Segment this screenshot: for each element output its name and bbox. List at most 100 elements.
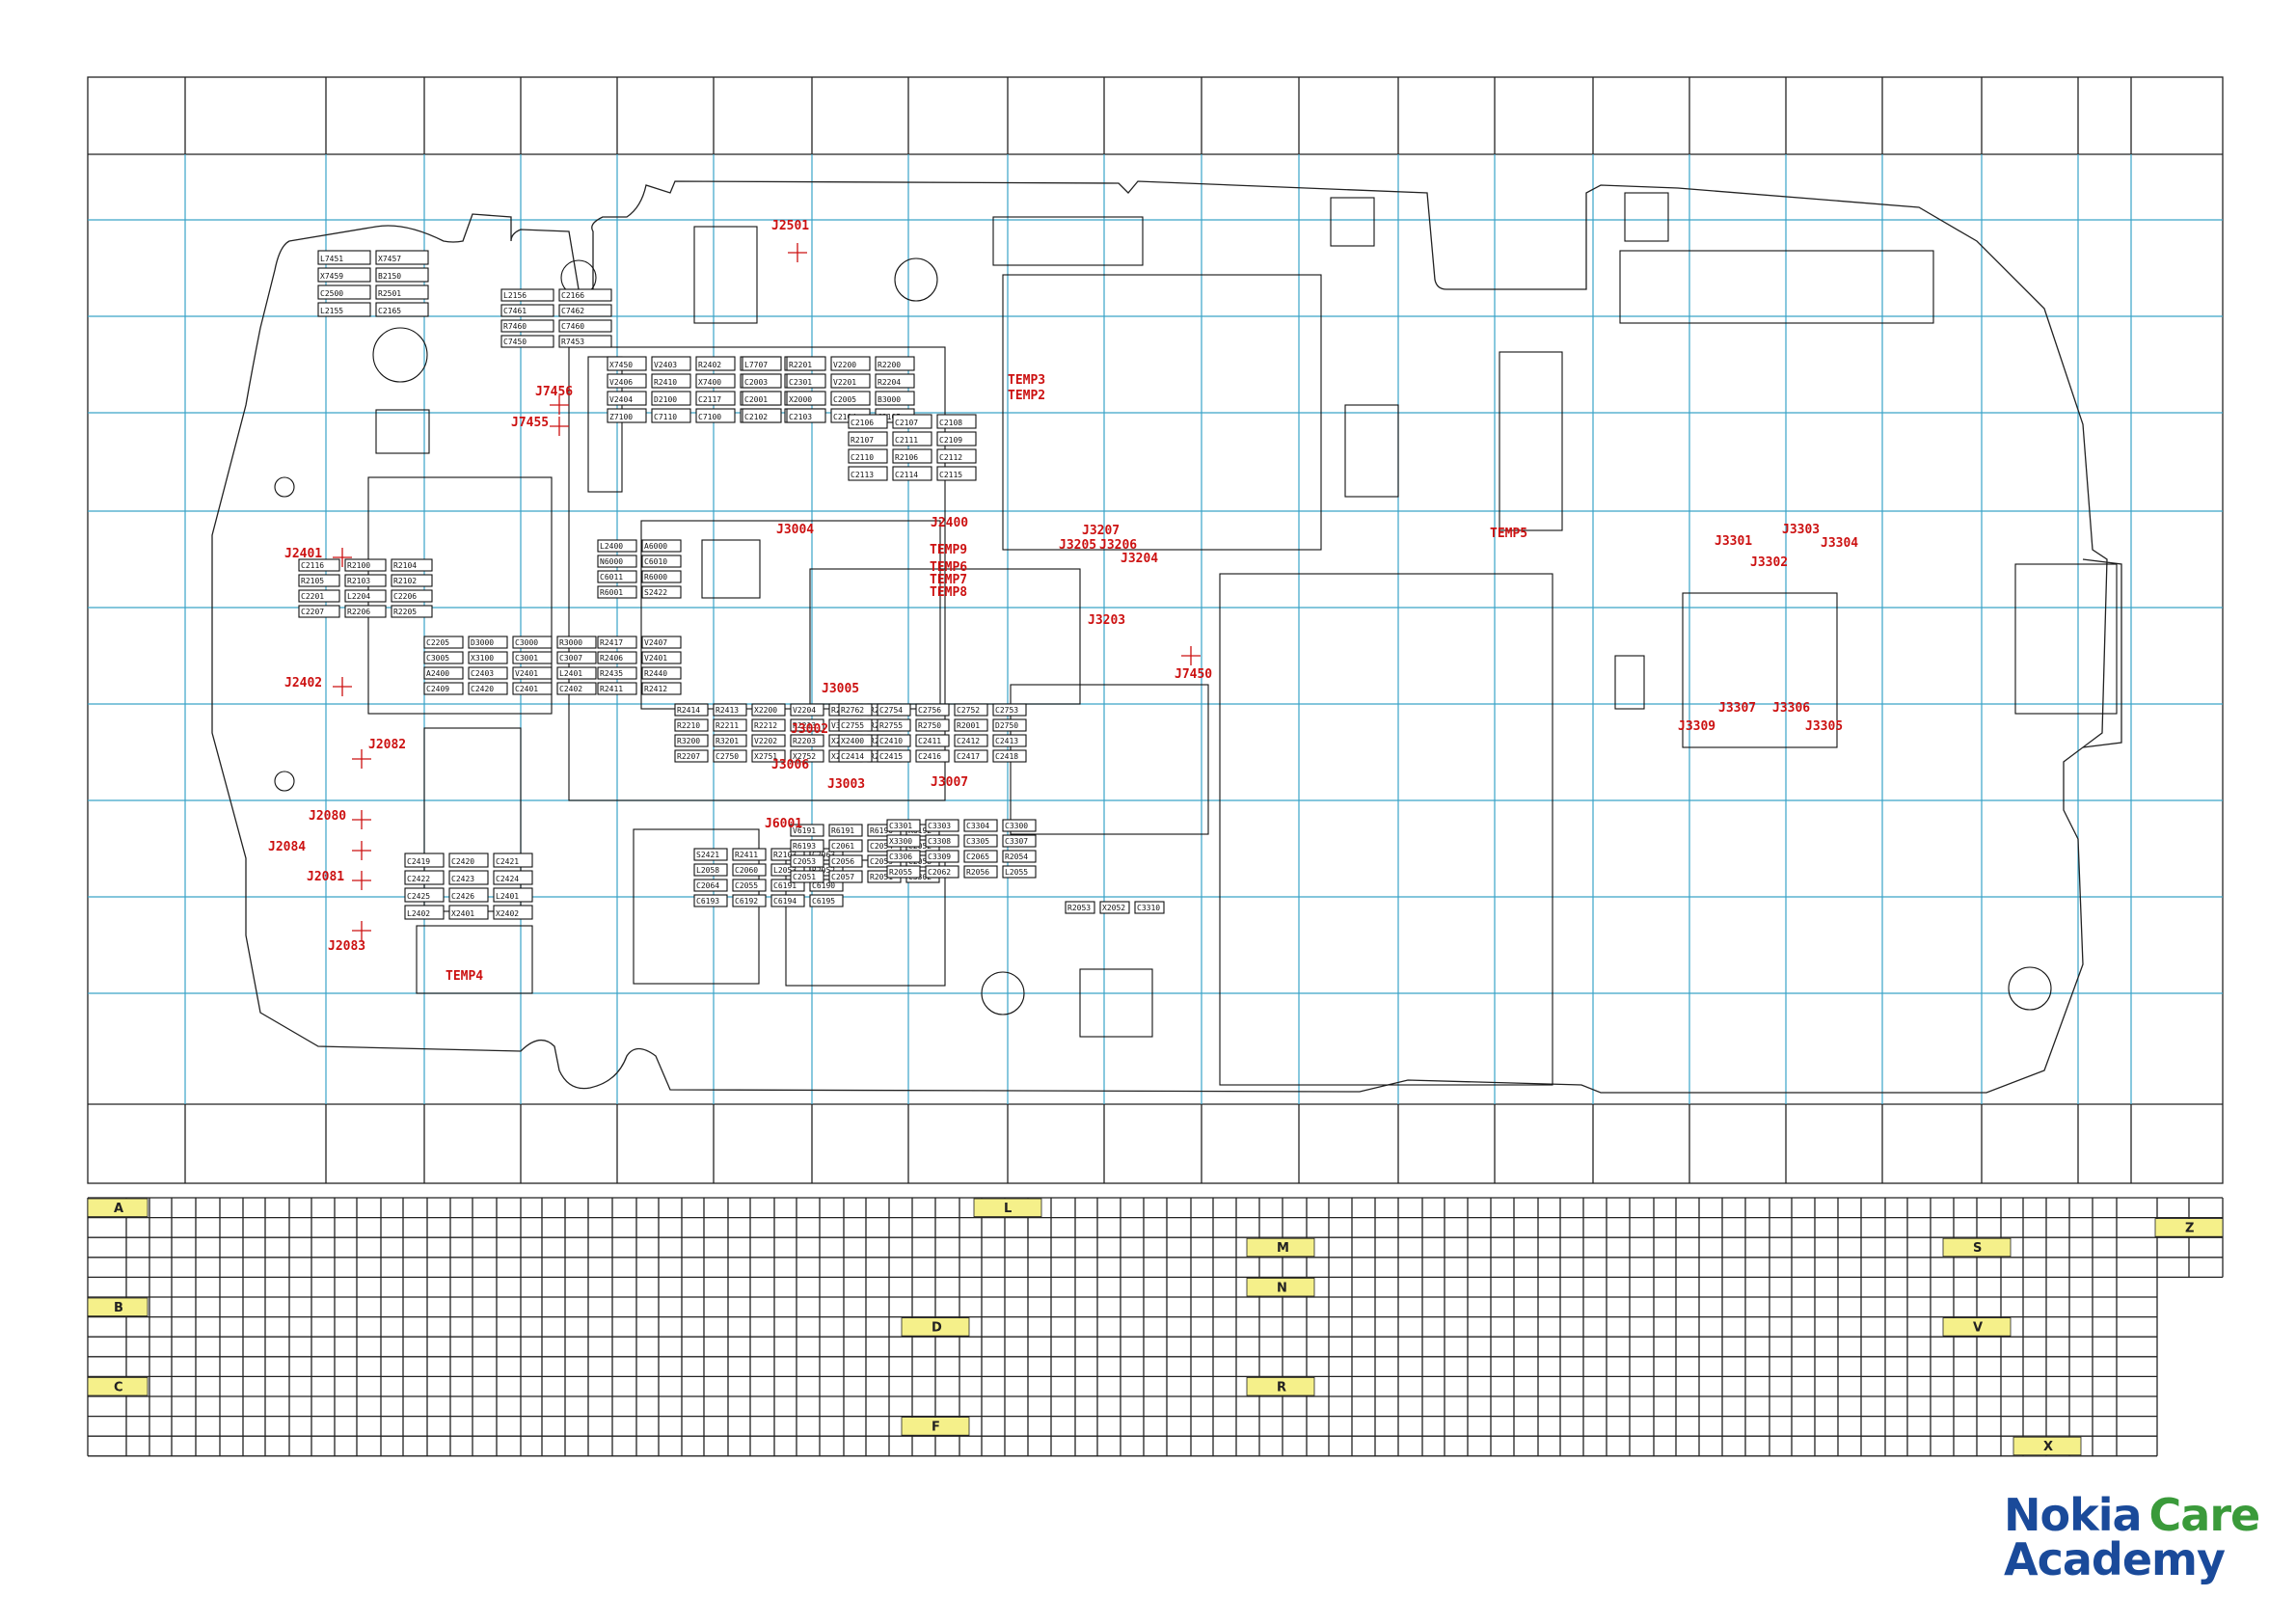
component-box xyxy=(915,703,950,717)
component-label: X2200 xyxy=(754,706,777,715)
component-label: R2051 xyxy=(870,873,893,881)
component-box xyxy=(1134,901,1165,914)
testpoint-layer: J2501TEMP3TEMP2J7456J7455J2401J2402J2082… xyxy=(268,219,1858,984)
component-label: C2753 xyxy=(995,706,1018,715)
component-label: R6193 xyxy=(793,842,816,851)
component-box xyxy=(732,879,767,892)
component-label: R2440 xyxy=(644,669,667,678)
component-box xyxy=(344,605,387,618)
legend-cell-z xyxy=(2154,1218,2224,1237)
component-label: C2108 xyxy=(939,419,962,427)
component-box xyxy=(693,879,728,892)
component-label: X7459 xyxy=(320,272,343,281)
legend-label-m: M xyxy=(1277,1241,1289,1256)
component-label: X7457 xyxy=(378,255,401,263)
component-label: C2059 xyxy=(870,857,893,866)
component-label: C7100 xyxy=(698,413,721,421)
component-box xyxy=(992,749,1027,763)
component-label: R7453 xyxy=(561,338,584,346)
component-label: C6191 xyxy=(773,881,797,890)
component-label: R2106 xyxy=(895,453,918,462)
legend-label-c: C xyxy=(114,1380,123,1394)
logo-word-care: Care xyxy=(2148,1489,2261,1541)
component-box xyxy=(423,666,464,680)
component-label: R2201 xyxy=(789,361,812,369)
testpoint-j3309: J3309 xyxy=(1678,719,1715,734)
testpoint-j7450: J7450 xyxy=(1175,667,1212,682)
component-x3200-area xyxy=(1002,274,1322,551)
component-box xyxy=(742,373,782,389)
testpoint-j2400: J2400 xyxy=(931,516,968,530)
component-label: R3000 xyxy=(559,638,582,647)
component-label: C2426 xyxy=(451,892,474,901)
component-box xyxy=(391,605,433,618)
component-box xyxy=(830,356,871,371)
component-ant-block xyxy=(1619,250,1934,324)
testpoint-j2402: J2402 xyxy=(284,676,322,690)
component-box xyxy=(751,749,786,763)
testpoint-j2080: J2080 xyxy=(309,809,346,824)
component-label: C2113 xyxy=(851,471,874,479)
mounting-hole xyxy=(372,327,428,383)
component-box xyxy=(936,466,977,481)
component-box xyxy=(344,558,387,572)
component-box xyxy=(751,703,786,717)
component-box xyxy=(404,853,445,868)
component-label: C2061 xyxy=(831,842,854,851)
component-box xyxy=(597,585,637,599)
component-label: V2200 xyxy=(833,361,856,369)
testpoint-j3306: J3306 xyxy=(1772,701,1810,716)
component-box xyxy=(298,558,340,572)
component-box xyxy=(651,373,691,389)
component-box xyxy=(786,408,826,423)
right-connector-edge xyxy=(2082,558,2122,748)
component-box xyxy=(892,414,932,429)
component-box xyxy=(742,391,782,406)
legend-label-z: Z xyxy=(2185,1222,2194,1236)
component-label: R2762 xyxy=(841,706,864,715)
component-label: X2000 xyxy=(789,395,812,404)
component-label: C2301 xyxy=(789,378,812,387)
testpoint-j3006: J3006 xyxy=(771,758,809,772)
component-box xyxy=(954,749,988,763)
component-box xyxy=(641,555,682,568)
mounting-hole xyxy=(274,771,295,792)
component-label: R2213 xyxy=(793,721,816,730)
component-s2422 xyxy=(992,216,1144,266)
component-label: C2414 xyxy=(841,752,864,761)
component-label: C2207 xyxy=(301,608,324,616)
component-label: C2115 xyxy=(939,471,962,479)
component-box xyxy=(693,894,728,907)
component-label: L2401 xyxy=(559,669,582,678)
component-label: C2205 xyxy=(426,638,449,647)
testpoint-j3301: J3301 xyxy=(1715,534,1752,549)
component-label: V2202 xyxy=(754,737,777,745)
component-box xyxy=(828,854,863,868)
component-box xyxy=(556,651,597,664)
component-box xyxy=(298,605,340,618)
component-box xyxy=(830,391,871,406)
component-label: Z7100 xyxy=(609,413,633,421)
component-label: V2401 xyxy=(644,654,667,663)
component-box xyxy=(558,335,612,348)
testpoint-temp8: TEMP8 xyxy=(930,585,967,600)
component-box xyxy=(954,734,988,747)
component-label: C2103 xyxy=(789,413,812,421)
component-label: L2055 xyxy=(1005,868,1028,877)
component-box xyxy=(848,448,888,464)
component-label: X2402 xyxy=(496,909,519,918)
component-label: V2403 xyxy=(654,361,677,369)
legend-cell-n xyxy=(1246,1278,1315,1297)
component-label: C6192 xyxy=(735,897,758,906)
component-box xyxy=(790,734,824,747)
component-label: X7450 xyxy=(609,361,633,369)
component-s2421 xyxy=(1330,197,1375,247)
component-label: C2201 xyxy=(301,592,324,601)
component-box xyxy=(493,870,533,885)
component-box xyxy=(375,267,429,283)
testpoint-j3007: J3007 xyxy=(931,775,968,790)
component-label: C2003 xyxy=(744,378,768,387)
